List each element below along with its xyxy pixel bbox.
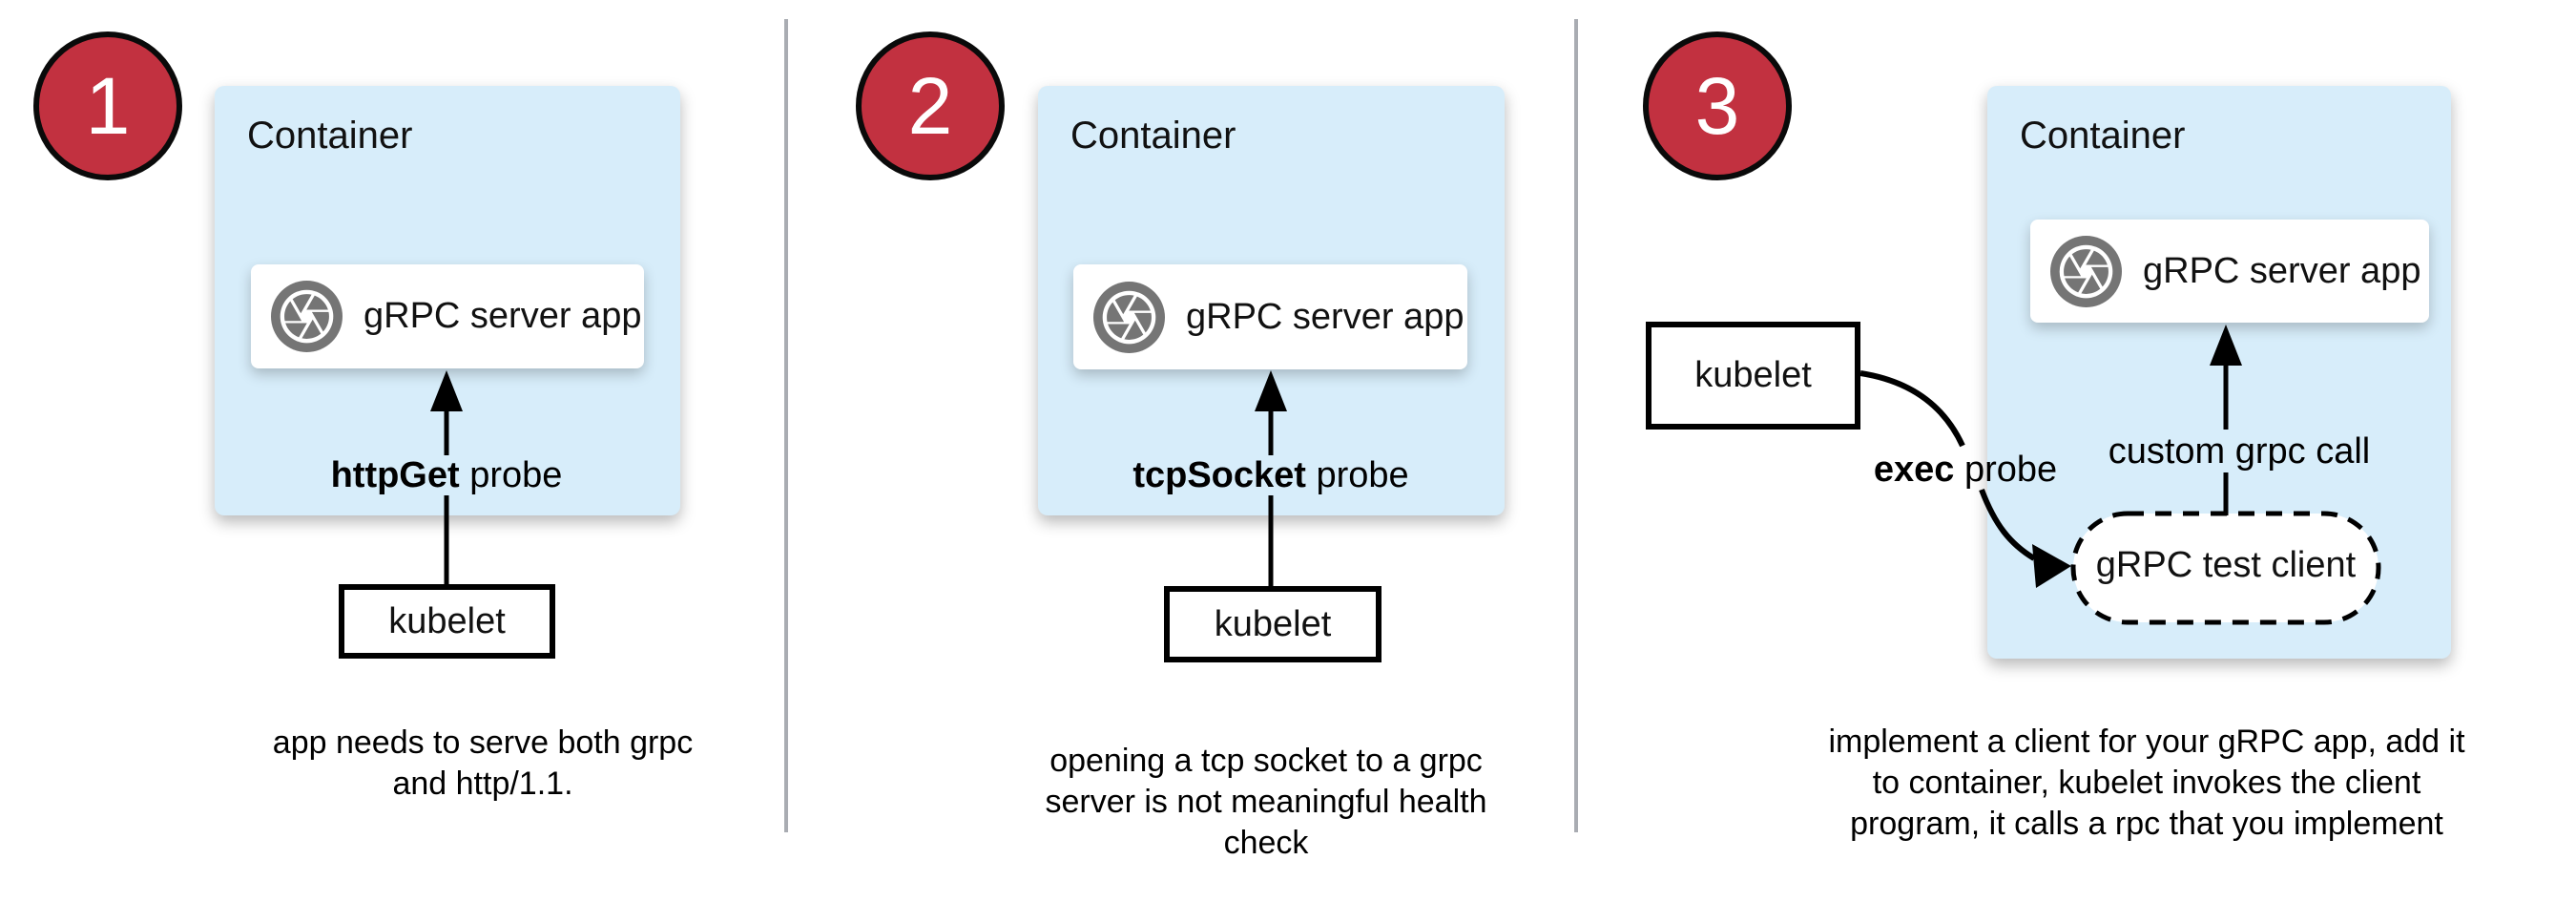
kubelet-box-panel-3: kubelet: [1646, 322, 1860, 430]
grpc-server-app-label: gRPC server app: [2143, 250, 2421, 291]
probe-word: probe: [1954, 450, 2058, 490]
step-2-number: 2: [907, 61, 953, 151]
kubelet-box-panel-2: kubelet: [1164, 586, 1381, 662]
probe-type: exec: [1873, 450, 1955, 490]
aperture-icon: [2050, 235, 2122, 307]
caption-line: opening a tcp socket to a grpc: [1049, 743, 1483, 779]
caption-line: check: [1223, 825, 1309, 861]
grpc-server-app-label: gRPC server app: [1186, 296, 1465, 337]
container-label: Container: [247, 115, 413, 157]
grpc-server-app-box-panel-3: gRPC server app: [2030, 220, 2429, 323]
exec-probe-label: exec probe: [1822, 450, 2109, 491]
step-2-badge: 2: [856, 31, 1005, 180]
exec-probe-curve-upper: [1859, 370, 1965, 448]
container-label: Container: [2020, 115, 2186, 157]
caption-line: program, it calls a rpc that you impleme…: [1850, 806, 2443, 842]
kubelet-label: kubelet: [1214, 603, 1332, 644]
caption-panel-1: app needs to serve both grpc and http/1.…: [235, 723, 731, 805]
caption-panel-2: opening a tcp socket to a grpc server is…: [1018, 741, 1514, 864]
aperture-icon: [271, 281, 343, 352]
caption-line: and http/1.1.: [392, 766, 573, 802]
caption-line: to container, kubelet invokes the client: [1872, 765, 2421, 801]
grpc-server-app-label: gRPC server app: [364, 296, 642, 336]
caption-line: server is not meaningful health: [1045, 784, 1487, 820]
kubelet-label: kubelet: [388, 600, 506, 641]
grpc-server-app-box-panel-2: gRPC server app: [1073, 264, 1467, 369]
caption-line: app needs to serve both grpc: [272, 724, 694, 761]
probe-word: probe: [459, 455, 563, 495]
caption-line: implement a client for your gRPC app, ad…: [1828, 724, 2465, 760]
panel-divider-2: [1574, 19, 1578, 832]
kubelet-label: kubelet: [1694, 355, 1812, 395]
panel-divider-1: [784, 19, 788, 832]
step-3-badge: 3: [1643, 31, 1792, 180]
step-1-badge: 1: [33, 31, 182, 180]
step-3-number: 3: [1694, 61, 1740, 151]
probe-word: probe: [1305, 455, 1409, 495]
grpc-test-client-label: gRPC test client: [2095, 545, 2357, 585]
container-label: Container: [1070, 115, 1236, 157]
step-1-number: 1: [85, 61, 131, 151]
probe-type: tcpSocket: [1132, 455, 1306, 495]
aperture-icon: [1093, 281, 1165, 353]
custom-grpc-call-label: custom grpc call: [2108, 431, 2371, 472]
caption-panel-3: implement a client for your gRPC app, ad…: [1803, 722, 2490, 845]
httpget-probe-label: httpGet probe: [303, 455, 590, 496]
grpc-server-app-box-panel-1: gRPC server app: [251, 264, 644, 368]
probe-type: httpGet: [330, 455, 460, 495]
kubelet-box-panel-1: kubelet: [339, 584, 555, 659]
tcpsocket-probe-label: tcpSocket probe: [1099, 455, 1443, 496]
